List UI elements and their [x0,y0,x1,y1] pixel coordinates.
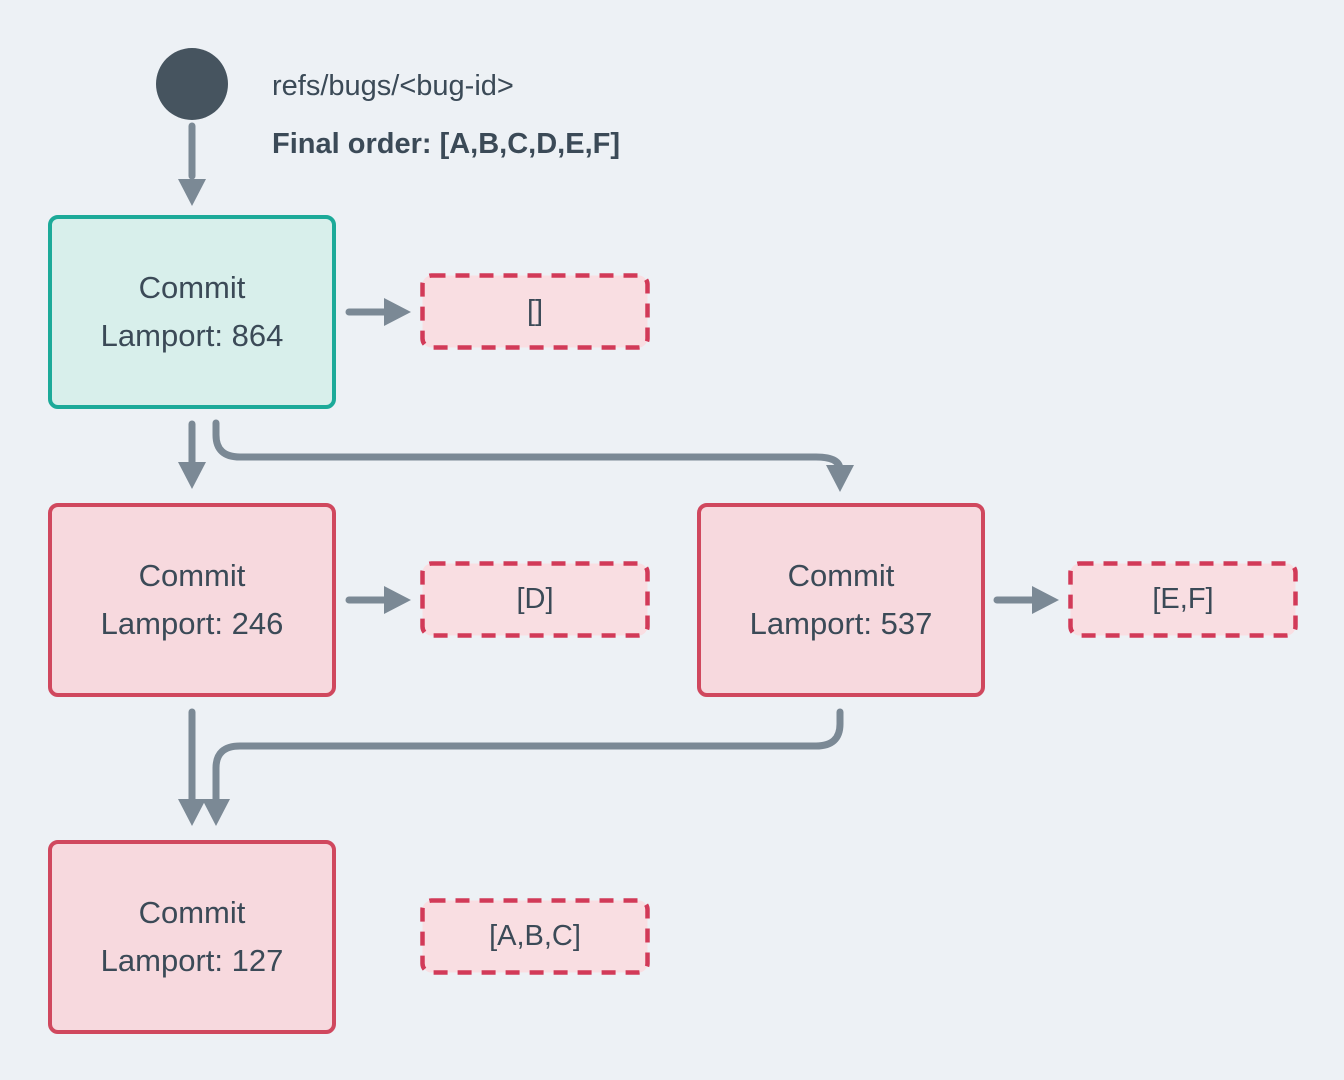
commit-title: Commit [138,558,246,593]
arrowhead-right-to-merge [202,799,230,826]
ops-box-dashed-border [420,898,650,975]
arrowhead-root-to-left [178,462,206,489]
arrowhead-left-to-merge [178,799,206,826]
ops-box-ef: [E,F] [1068,561,1298,638]
edge-root-to-right [212,419,844,474]
commit-node-lamport-864: Commit Lamport: 864 [48,215,336,409]
commit-title: Commit [138,270,246,305]
ops-box-dashed-border [420,561,650,638]
commit-lamport-label: Lamport: 127 [100,943,284,978]
final-order-label: Final order: [A,B,C,D,E,F] [272,128,620,160]
ops-box-empty: [] [420,273,650,350]
commit-node-lamport-246: Commit Lamport: 246 [48,503,336,697]
commit-lamport-label: Lamport: 246 [100,606,284,641]
ref-name-label: refs/bugs/<bug-id> [272,70,514,102]
ref-node-circle [156,48,228,120]
ops-label: [D] [516,583,554,615]
arrowhead-ref-to-root [178,179,206,206]
commit-title: Commit [787,558,895,593]
commit-lamport-label: Lamport: 537 [749,606,933,641]
ops-label: [A,B,C] [489,920,581,952]
commit-node-lamport-537: Commit Lamport: 537 [697,503,985,697]
arrowhead-root-to-right [826,465,854,492]
arrowhead-left-to-ops [384,586,411,614]
ops-box-abc: [A,B,C] [420,898,650,975]
arrowhead-root-to-ops [384,298,411,326]
ops-box-dashed-border [1068,561,1298,638]
ops-label: [E,F] [1152,583,1214,615]
commit-node-lamport-127: Commit Lamport: 127 [48,840,336,1034]
ops-box-dashed-border [420,273,650,350]
commit-lamport-label: Lamport: 864 [100,318,284,353]
arrowhead-right-to-ops [1032,586,1059,614]
ops-box-d: [D] [420,561,650,638]
edge-right-to-merge [212,708,844,804]
commit-title: Commit [138,895,246,930]
ops-label: [] [526,295,544,327]
